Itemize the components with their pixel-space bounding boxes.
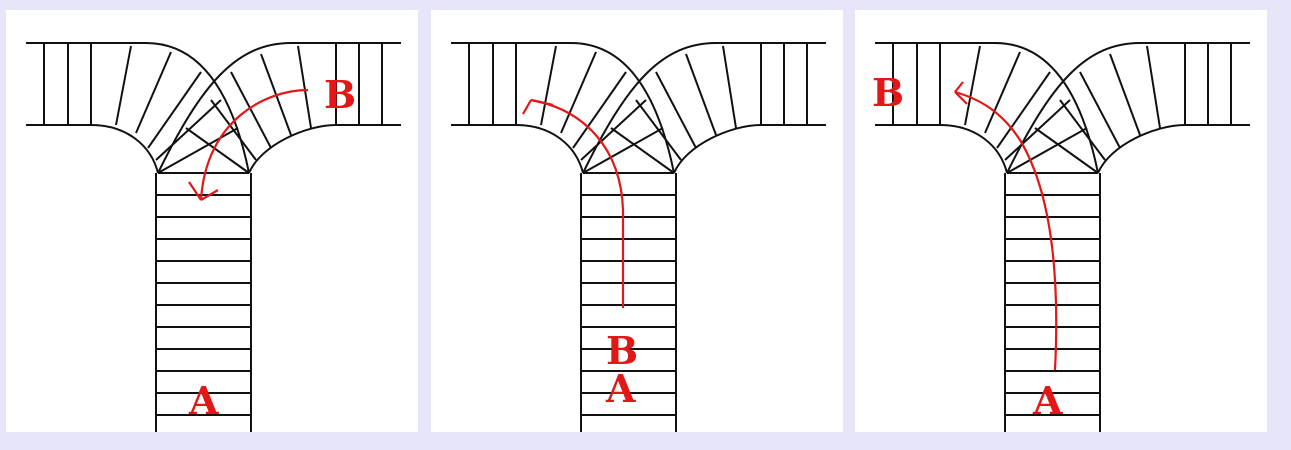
end-label: B [606, 328, 639, 373]
diagram-panel-3: B A [855, 10, 1267, 432]
t-stair-plan [451, 42, 826, 432]
t-stair-plan [26, 42, 401, 432]
t-stair-plan [875, 42, 1250, 432]
end-label: B [324, 72, 357, 117]
start-label: A [606, 366, 636, 411]
route-arrow-3 [954, 81, 1058, 371]
diagram-panel-1: B A [6, 10, 418, 432]
header-caption [0, 0, 1291, 6]
stair-drawing-2 [451, 42, 826, 432]
diagram-panel-2: B A [431, 10, 843, 432]
stair-drawing-3 [875, 42, 1250, 432]
end-label: B [872, 70, 905, 115]
stair-drawing-1 [26, 42, 401, 432]
start-label: A [189, 378, 219, 423]
route-arrow-1 [188, 88, 309, 201]
route-arrow-2 [522, 98, 625, 308]
start-label: A [1033, 378, 1063, 423]
